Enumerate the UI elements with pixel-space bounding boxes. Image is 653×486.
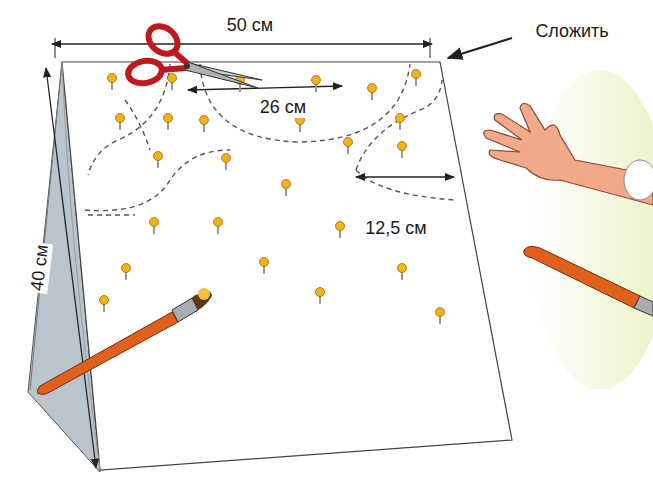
dimension-label: 12,5 см <box>363 219 428 239</box>
extension-line <box>430 38 431 58</box>
cutting-lines <box>85 64 455 215</box>
fold-shadow <box>62 62 100 470</box>
dimension-line <box>52 43 432 44</box>
extension-line <box>55 38 56 58</box>
dimension-line <box>188 86 342 90</box>
paintbrush <box>524 246 653 316</box>
dimension-label: 50 см <box>225 16 275 36</box>
background-glow <box>530 70 653 390</box>
dimension-label: 26 см <box>258 98 308 118</box>
dimension-line <box>356 176 454 177</box>
paint-dots <box>100 70 445 325</box>
fold-arrow <box>448 38 512 58</box>
fabric-sheet <box>62 62 512 470</box>
hand <box>484 103 653 205</box>
fold-instruction: Сложить <box>533 22 610 42</box>
paintbrush <box>37 288 212 394</box>
dimension-line <box>46 68 96 468</box>
fold-edge <box>30 62 62 390</box>
